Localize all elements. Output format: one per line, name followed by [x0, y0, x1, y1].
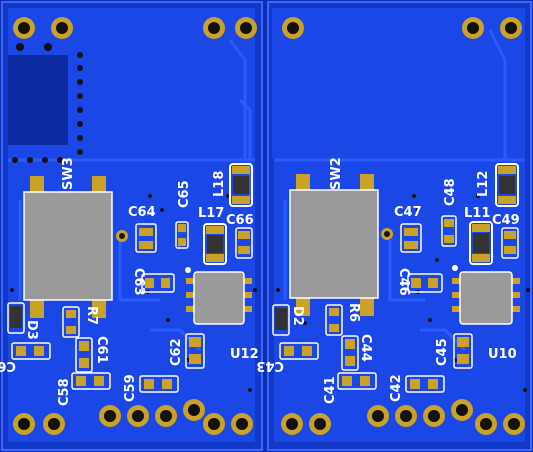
label-c44: C44 [358, 334, 373, 362]
c42-capacitor [405, 375, 445, 393]
left-traces [8, 39, 255, 352]
label-c47: C47 [394, 205, 422, 220]
c47-capacitor [400, 223, 422, 253]
r6-resistor [325, 304, 343, 336]
label-c46: C46 [396, 268, 411, 296]
r7-resistor [62, 306, 80, 338]
left-keepout-zone [8, 55, 68, 145]
label-d2: D2 [290, 306, 305, 326]
c43-capacitor [279, 342, 319, 360]
label-c43: C43 [256, 358, 284, 373]
c61-capacitor [75, 337, 93, 373]
label-c64: C64 [128, 205, 156, 220]
c58-capacitor [71, 372, 111, 390]
label-c48: C48 [443, 178, 458, 206]
label-sw2: SW2 [329, 157, 344, 190]
label-sw3: SW3 [61, 157, 76, 190]
left-header-holes [13, 17, 257, 39]
label-c63: C63 [131, 268, 146, 296]
label-r6: R6 [346, 303, 361, 322]
left-bottom-pins [13, 399, 253, 435]
c46-capacitor [407, 273, 443, 293]
right-bottom-pins [281, 399, 525, 435]
label-d3: D3 [24, 320, 39, 340]
u10-pin1-marker [452, 265, 458, 271]
right-traces [274, 29, 525, 352]
c64-capacitor [135, 223, 157, 253]
label-l12: L12 [476, 171, 491, 197]
c60-capacitor [11, 342, 51, 360]
label-c60: C60 [0, 358, 16, 373]
label-c59: C59 [123, 374, 138, 402]
label-c42: C42 [389, 374, 404, 402]
label-r7: R7 [84, 306, 99, 325]
u12-chip [186, 271, 252, 325]
label-c61: C61 [94, 336, 109, 364]
c65-capacitor [175, 221, 189, 249]
c45-capacitor [453, 333, 473, 369]
label-l18: L18 [212, 171, 227, 197]
l17-inductor [203, 223, 227, 265]
label-c49: C49 [492, 213, 520, 228]
right-via-hole [384, 231, 390, 237]
l12-inductor [495, 163, 519, 207]
label-u12: U12 [230, 347, 259, 362]
c62-capacitor [185, 333, 205, 369]
c66-capacitor [235, 227, 253, 259]
right-upper-pour [272, 8, 525, 158]
label-u10: U10 [488, 347, 517, 362]
d3-diode [7, 302, 25, 334]
sw2-switch [289, 174, 379, 316]
c49-capacitor [501, 227, 519, 259]
label-c58: C58 [57, 378, 72, 406]
u12-pin1-marker [185, 267, 191, 273]
c48-capacitor [441, 215, 457, 247]
u10-chip [452, 271, 520, 325]
c41-capacitor [337, 372, 377, 390]
right-header-holes [282, 17, 522, 39]
label-l17: L17 [198, 206, 224, 221]
c63-capacitor [141, 273, 175, 293]
l18-inductor [229, 163, 253, 207]
left-via-hole [119, 233, 125, 239]
sw3-switch [23, 176, 113, 318]
label-c65: C65 [177, 180, 192, 208]
l11-inductor [469, 221, 493, 265]
label-c62: C62 [169, 338, 184, 366]
label-c66: C66 [226, 213, 254, 228]
label-c41: C41 [323, 376, 338, 404]
c59-capacitor [139, 375, 179, 393]
label-c45: C45 [435, 338, 450, 366]
d2-diode [272, 304, 290, 336]
label-l11: L11 [464, 206, 490, 221]
c44-capacitor [341, 335, 359, 371]
